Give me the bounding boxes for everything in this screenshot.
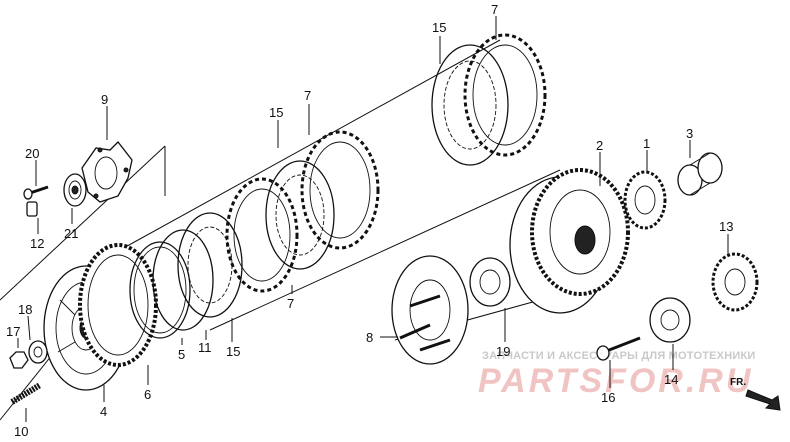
label-20: 20 (25, 146, 39, 161)
label-10: 10 (14, 424, 28, 439)
label-7a: 7 (287, 296, 294, 311)
part-20-bolt (23, 185, 49, 200)
label-14: 14 (664, 372, 678, 387)
label-4: 4 (100, 404, 107, 419)
part-labels: 9 20 21 12 4 6 5 11 15 7 15 7 15 7 2 1 3… (6, 2, 733, 439)
axis-line-upper-left (0, 145, 166, 301)
part-3-collar (677, 152, 723, 196)
watermark-brand: PARTSFOR.RU (478, 362, 753, 400)
label-2: 2 (596, 138, 603, 153)
part-10-stud (10, 382, 42, 405)
part-14-washer (649, 297, 691, 343)
watermark: ЗАПЧАСТИ И АКСЕССУАРЫ ДЛЯ МОТОТЕХНИКИ PA… (478, 350, 755, 400)
label-3: 3 (686, 126, 693, 141)
part-15-clutch-plate-b (265, 160, 335, 270)
label-15b: 15 (269, 105, 283, 120)
part-9-bearing-holder (81, 141, 133, 203)
label-18: 18 (18, 302, 32, 317)
part-21-bearing (63, 173, 87, 207)
label-11: 11 (198, 340, 212, 355)
label-21: 21 (64, 226, 78, 241)
label-5: 5 (178, 347, 185, 362)
front-label: FR. (730, 377, 746, 388)
part-16-bolt (596, 336, 641, 361)
part-7-friction-plate-b (300, 130, 380, 250)
part-17-nut (9, 351, 29, 369)
front-direction-indicator: FR. (730, 377, 781, 411)
label-6: 6 (144, 387, 151, 402)
label-7c: 7 (491, 2, 498, 17)
label-19: 19 (496, 344, 510, 359)
front-arrow-icon (745, 389, 781, 411)
axis-line-plates-bottom (209, 169, 561, 331)
label-9: 9 (101, 92, 108, 107)
part-6-gear-ring (78, 243, 158, 367)
label-15c: 15 (432, 20, 446, 35)
label-15a: 15 (226, 344, 240, 359)
part-12-pin (26, 201, 38, 217)
label-13: 13 (719, 219, 733, 234)
label-16: 16 (601, 390, 615, 405)
part-7-friction-plate-c (463, 33, 547, 157)
label-12: 12 (30, 236, 44, 251)
label-7b: 7 (304, 88, 311, 103)
part-2-clutch-basket (509, 168, 630, 314)
part-18-washer (28, 340, 48, 364)
part-13-gear (711, 252, 759, 312)
part-19-washer (469, 257, 511, 307)
label-1: 1 (643, 136, 650, 151)
leader-lines (17, 16, 729, 422)
part-7-friction-plate-a (225, 177, 299, 293)
axis-line-plates-top (119, 39, 501, 251)
label-8: 8 (366, 330, 373, 345)
part-1-primary-gear (623, 170, 667, 230)
label-17: 17 (6, 324, 20, 339)
part-15-clutch-plate-c (431, 44, 509, 166)
watermark-tagline: ЗАПЧАСТИ И АКСЕССУАРЫ ДЛЯ МОТОТЕХНИКИ (482, 350, 755, 362)
part-8-lifter-plate (391, 255, 469, 365)
part-11-friction-disc (152, 229, 214, 331)
